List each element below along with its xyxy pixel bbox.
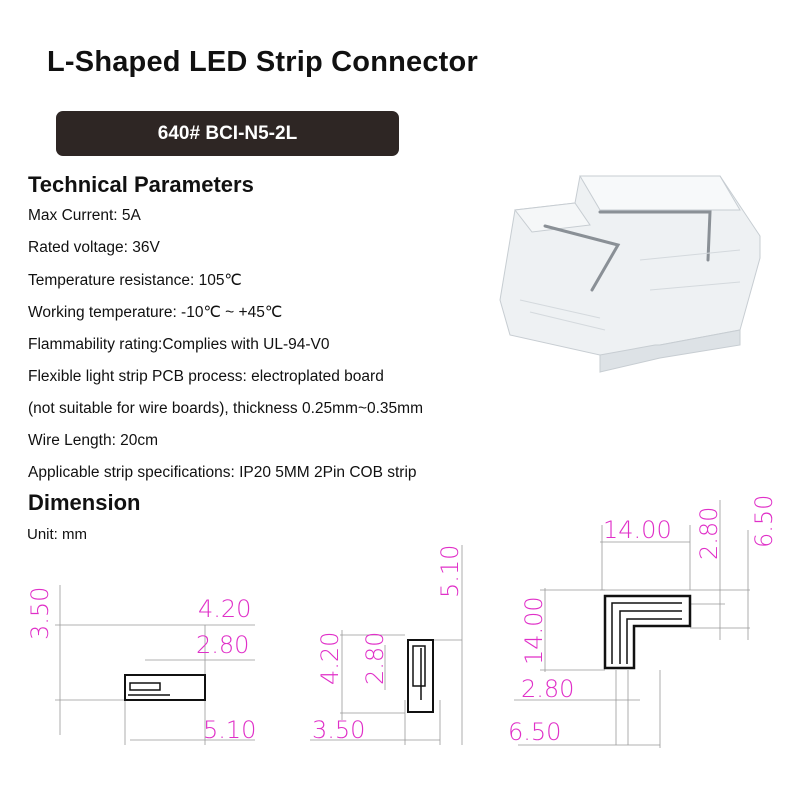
param-max-current: Max Current: 5A: [28, 207, 141, 224]
model-number-banner: 640# BCI-N5-2L: [56, 111, 399, 156]
dim-side-bottom: 5.10: [203, 716, 256, 744]
param-flammability: Flammability rating:Complies with UL-94-…: [28, 336, 330, 353]
param-rated-voltage: Rated voltage: 36V: [28, 239, 160, 256]
dim-end-left2: 2.80: [361, 632, 389, 685]
dim-end-bottom: 3.50: [312, 716, 365, 744]
top-view-part: [603, 594, 692, 670]
dimension-heading: Dimension: [28, 490, 141, 515]
dim-top-width: 14.00: [603, 516, 672, 544]
param-pcb-thickness: (not suitable for wire boards), thicknes…: [28, 400, 423, 417]
param-strip-spec: Applicable strip specifications: IP20 5M…: [28, 464, 417, 481]
product-title: L-Shaped LED Strip Connector: [47, 46, 478, 78]
param-temperature-resistance: Temperature resistance: 105℃: [28, 272, 242, 289]
param-working-temperature: Working temperature: -10℃ ~ +45℃: [28, 304, 283, 321]
dim-side-top: 4.20: [198, 595, 251, 623]
dim-top-right1: 2.80: [695, 507, 723, 560]
side-view-part: [124, 674, 206, 701]
end-view-part: [407, 639, 434, 713]
dim-end-left1: 4.20: [316, 632, 344, 685]
unit-label: Unit: mm: [27, 526, 87, 543]
dim-side-height: 3.50: [26, 587, 54, 640]
dim-top-bottom2: 6.50: [508, 718, 561, 746]
dim-side-mid: 2.80: [196, 631, 249, 659]
param-pcb-process: Flexible light strip PCB process: electr…: [28, 368, 384, 385]
technical-parameters-heading: Technical Parameters: [28, 172, 254, 197]
dim-top-right2: 6.50: [750, 495, 778, 548]
dim-end-top: 5.10: [436, 545, 464, 598]
param-wire-length: Wire Length: 20cm: [28, 432, 159, 449]
dim-top-left: 14.00: [520, 596, 548, 665]
dim-top-bottom1: 2.80: [521, 675, 574, 703]
